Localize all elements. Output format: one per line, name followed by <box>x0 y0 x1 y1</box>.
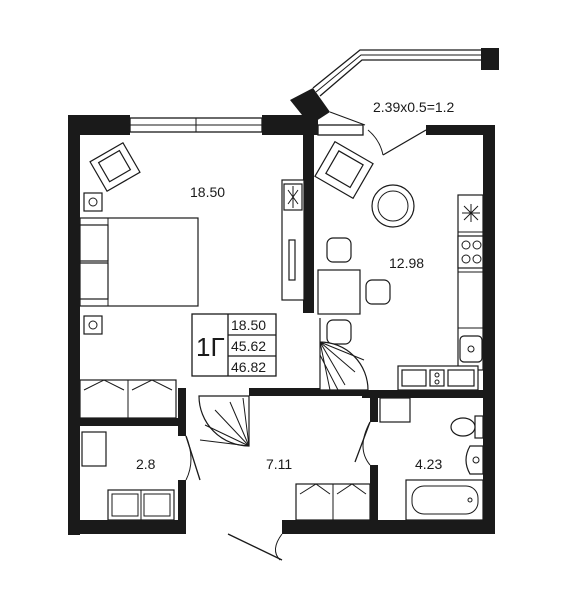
kitchen-armchair <box>314 140 374 200</box>
bed <box>79 217 199 307</box>
nightstands <box>83 192 103 335</box>
kitchen-area: 12.98 <box>389 255 424 271</box>
spiral-stair-upper <box>319 318 369 391</box>
balcony-area: 2.39x0.5=1.2 <box>373 99 455 115</box>
dining-set <box>317 237 391 345</box>
balcony-door <box>367 129 427 156</box>
kitchen-sink-icon <box>459 335 483 363</box>
bathtub <box>405 479 484 521</box>
summary-living-area: 18.50 <box>231 317 266 333</box>
summary-total-area: 45.62 <box>231 338 266 354</box>
wardrobe-living <box>79 379 177 419</box>
apartment-type-label: 1Г <box>196 332 225 362</box>
storage-area: 2.8 <box>136 456 156 472</box>
tv-stand <box>281 179 305 301</box>
kitchen-lower-cabinet <box>397 365 479 391</box>
walls <box>68 48 499 535</box>
armchair-living <box>89 141 141 193</box>
spiral-stair-lower <box>198 395 250 447</box>
summary-total-with-balcony: 46.82 <box>231 359 266 375</box>
summary-table: 1Г 18.50 45.62 46.82 <box>191 313 277 377</box>
bathroom-sink-icon <box>465 445 484 475</box>
entrance-door <box>227 533 283 561</box>
storage-shelves <box>81 431 175 521</box>
storage-door <box>185 435 201 481</box>
washing-machine <box>379 397 411 423</box>
hall-area: 7.11 <box>266 456 292 472</box>
stove-icon <box>457 235 484 269</box>
windows <box>129 49 481 136</box>
coffee-table <box>371 184 415 228</box>
hall-wardrobe <box>295 483 371 521</box>
bathroom-area: 4.23 <box>415 456 442 472</box>
toilet-icon <box>450 415 484 439</box>
living-room-area: 18.50 <box>190 184 225 200</box>
bath-door <box>354 421 371 466</box>
